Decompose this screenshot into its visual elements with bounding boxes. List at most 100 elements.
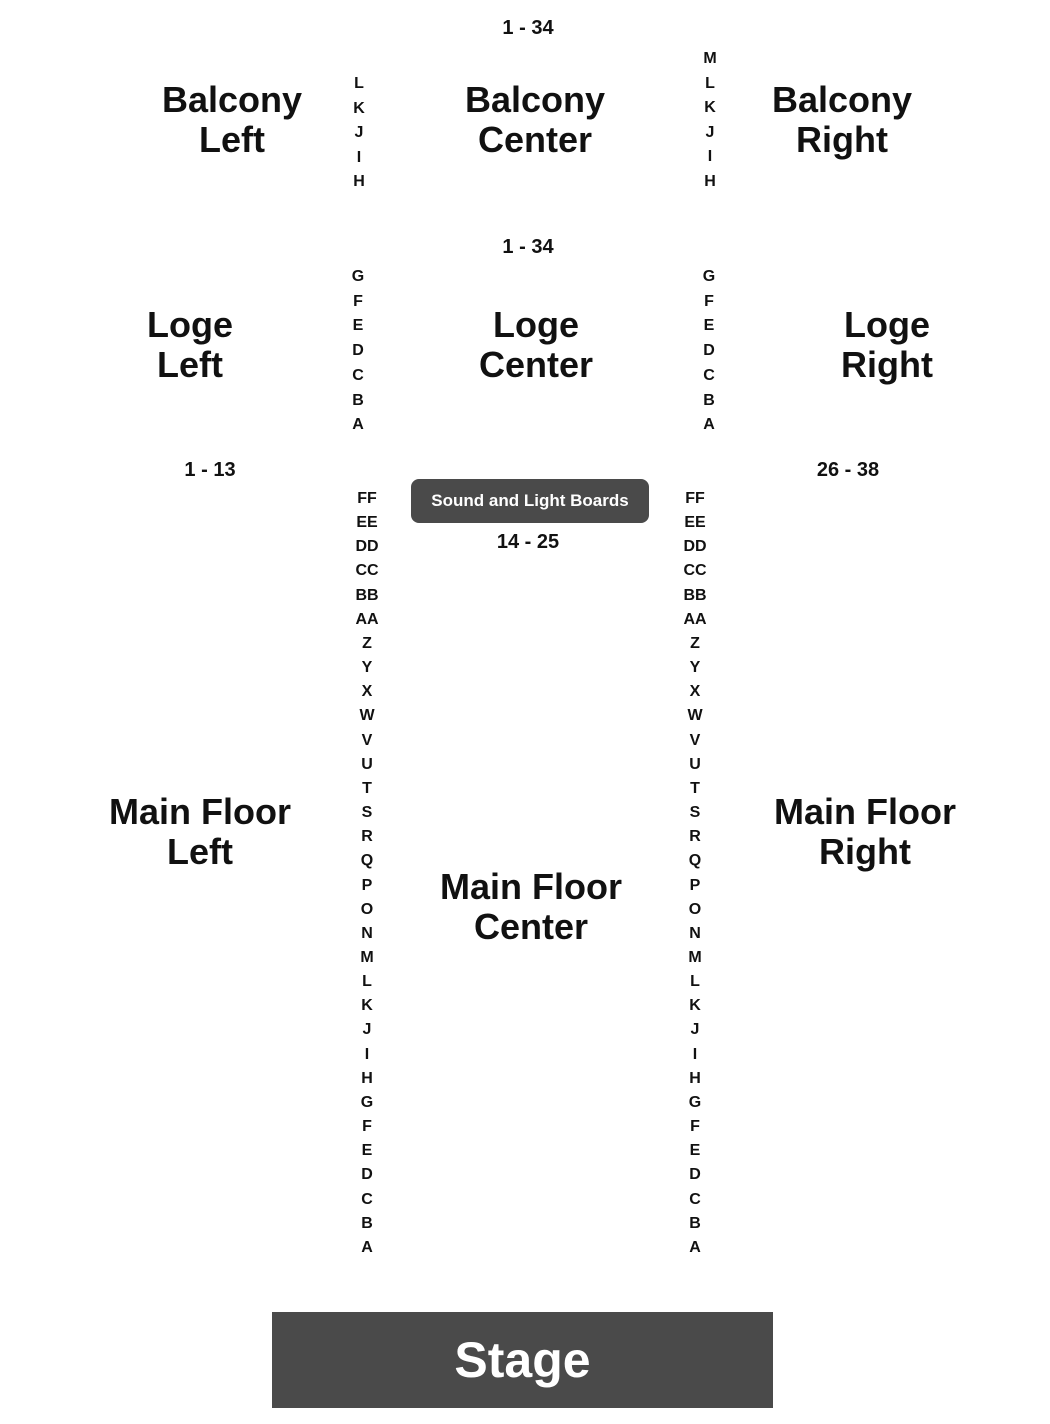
row-label: G xyxy=(351,268,365,285)
row-label: C xyxy=(689,1190,701,1208)
section-label-line2: Left xyxy=(157,344,223,385)
row-label: E xyxy=(361,1142,373,1160)
row-label: H xyxy=(704,172,716,190)
section-label-line1: Balcony xyxy=(771,79,913,120)
balcony-seat-range: 1 - 34 xyxy=(502,17,554,39)
section-balcony-left[interactable]: Balcony Left xyxy=(132,80,332,160)
row-label: Z xyxy=(690,634,700,652)
row-label: CC xyxy=(683,562,707,580)
row-label: U xyxy=(361,755,373,773)
section-label-line2: Right xyxy=(841,344,933,385)
row-label: Q xyxy=(688,852,702,870)
section-label-line2: Left xyxy=(167,831,233,872)
row-label: J xyxy=(705,123,715,141)
row-label: FF xyxy=(357,490,377,507)
row-label: O xyxy=(688,900,702,918)
row-label: V xyxy=(689,731,701,749)
row-label: J xyxy=(690,1021,700,1039)
row-label: BB xyxy=(355,586,379,604)
row-label: EE xyxy=(356,514,378,532)
section-loge-left[interactable]: Loge Left xyxy=(90,305,290,385)
row-label: I xyxy=(707,148,713,166)
row-label: P xyxy=(361,876,373,894)
row-label: F xyxy=(690,1118,700,1136)
section-label-line1: Main Floor xyxy=(774,791,956,832)
row-label: AA xyxy=(355,610,379,628)
row-label: E xyxy=(703,317,715,335)
row-label: P xyxy=(689,876,701,894)
row-label: K xyxy=(361,997,373,1015)
section-balcony-right[interactable]: Balcony Right xyxy=(742,80,942,160)
row-label: C xyxy=(361,1190,373,1208)
row-label: D xyxy=(352,342,364,360)
row-label: FF xyxy=(685,490,705,507)
row-label: M xyxy=(688,948,702,966)
row-label: W xyxy=(687,707,703,725)
row-label: H xyxy=(353,173,365,191)
row-label: X xyxy=(689,683,701,701)
section-label-line1: Loge xyxy=(844,304,930,345)
section-loge-center[interactable]: Loge Center xyxy=(436,305,636,385)
row-label: Y xyxy=(689,659,701,677)
row-label: G xyxy=(702,268,716,285)
row-label: F xyxy=(353,292,363,310)
section-balcony-center[interactable]: Balcony Center xyxy=(435,80,635,160)
row-label: F xyxy=(362,1118,372,1136)
stage[interactable]: Stage xyxy=(272,1312,773,1408)
row-label: L xyxy=(705,74,715,92)
row-label: R xyxy=(689,828,701,846)
row-label: K xyxy=(353,99,365,117)
row-label: K xyxy=(704,99,716,117)
row-label: Z xyxy=(362,634,372,652)
sound-and-light-boards[interactable]: Sound and Light Boards xyxy=(411,479,649,523)
row-label: DD xyxy=(355,538,379,556)
row-label: N xyxy=(361,924,373,942)
row-label: L xyxy=(690,973,700,991)
row-label: D xyxy=(361,1166,373,1184)
row-label: D xyxy=(703,342,715,360)
section-label-line2: Left xyxy=(199,119,265,160)
row-label: A xyxy=(352,416,364,434)
row-label: R xyxy=(361,828,373,846)
section-label-line1: Balcony xyxy=(464,79,606,120)
row-label: O xyxy=(360,900,374,918)
section-label-line1: Balcony xyxy=(161,79,303,120)
row-label: BB xyxy=(683,586,707,604)
row-label: DD xyxy=(683,538,707,556)
row-label: M xyxy=(703,50,717,67)
row-label: Q xyxy=(360,852,374,870)
row-label: X xyxy=(361,683,373,701)
row-label: F xyxy=(704,292,714,310)
main-floor-left-seat-range: 1 - 13 xyxy=(184,459,236,481)
row-label: H xyxy=(361,1069,373,1087)
section-label-line1: Loge xyxy=(147,304,233,345)
row-label: H xyxy=(689,1069,701,1087)
section-main-floor-right[interactable]: Main Floor Right xyxy=(745,792,985,872)
section-label-line2: Center xyxy=(478,344,594,385)
section-label-line2: Right xyxy=(796,119,888,160)
row-label: E xyxy=(352,317,364,335)
row-label: A xyxy=(689,1238,701,1256)
row-label: C xyxy=(703,366,715,384)
row-label: S xyxy=(689,804,701,822)
main-floor-right-seat-range: 26 - 38 xyxy=(816,459,880,481)
row-label: G xyxy=(360,1093,374,1111)
row-label: T xyxy=(690,779,700,797)
row-label: AA xyxy=(683,610,707,628)
row-label: G xyxy=(688,1093,702,1111)
section-main-floor-left[interactable]: Main Floor Left xyxy=(80,792,320,872)
row-label: N xyxy=(689,924,701,942)
section-loge-right[interactable]: Loge Right xyxy=(787,305,987,385)
row-label: C xyxy=(352,366,364,384)
section-main-floor-center[interactable]: Main Floor Center xyxy=(411,867,651,947)
row-label: B xyxy=(703,391,715,409)
row-label: T xyxy=(362,779,372,797)
section-label-line1: Loge xyxy=(493,304,579,345)
row-label: B xyxy=(352,391,364,409)
